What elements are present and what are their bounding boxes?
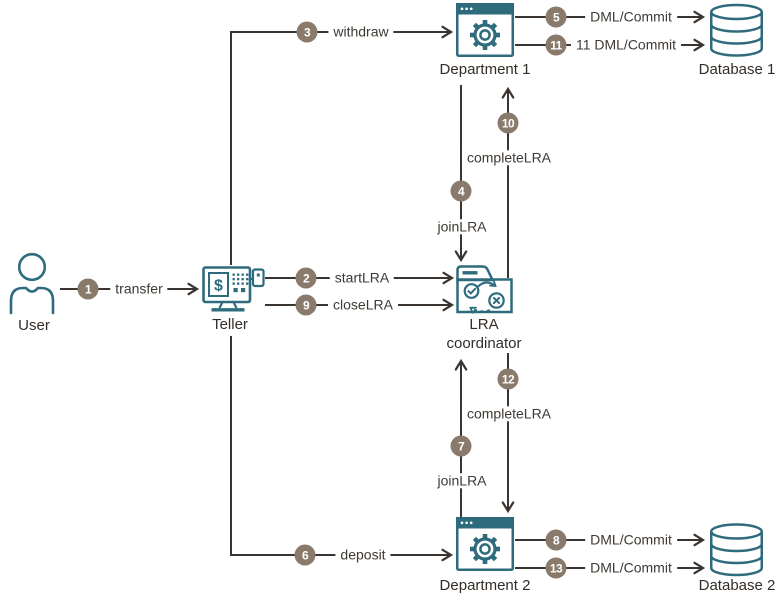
database1-label: Database 1 xyxy=(698,61,776,78)
edge-label-completelra-bottom: completeLRA xyxy=(461,405,557,422)
edge-label-11-dml-commit: 11 DML/Commit xyxy=(570,36,682,53)
department2-label: Department 2 xyxy=(439,577,531,594)
edge-label-joinlra-bottom: joinLRA xyxy=(432,472,492,489)
edge-label-dml-commit-2: DML/Commit xyxy=(585,531,677,548)
user-label: User xyxy=(18,317,50,334)
teller-label: Teller xyxy=(212,316,248,333)
edge-label-dml-commit-3: DML/Commit xyxy=(585,559,677,576)
database1-cylinder-icon xyxy=(710,3,763,57)
step-badge-7: 7 xyxy=(450,435,472,457)
edge-label-withdraw: withdraw xyxy=(328,23,394,40)
edge-label-dml-commit-1: DML/Commit xyxy=(585,8,677,25)
step-badge-12: 12 xyxy=(497,368,519,390)
department2-window-gear-icon xyxy=(456,517,514,570)
lra-coordinator-label-line2: coordinator xyxy=(446,334,522,352)
cash-register-icon: $ xyxy=(202,266,265,312)
lra-coordinator-label-line1: LRA xyxy=(469,316,499,333)
step-badge-2: 2 xyxy=(295,267,317,289)
step-badge-11: 11 xyxy=(545,34,567,56)
step-badge-8: 8 xyxy=(545,529,567,551)
step-badge-4: 4 xyxy=(450,180,472,202)
edge-label-joinlra-top: joinLRA xyxy=(432,218,492,235)
step-badge-5: 5 xyxy=(545,6,567,28)
edge-label-startlra: startLRA xyxy=(329,269,395,286)
edge-deposit-line xyxy=(230,336,454,562)
step-badge-3: 3 xyxy=(296,21,318,43)
department1-label: Department 1 xyxy=(439,61,531,78)
user-icon xyxy=(9,252,55,315)
department1-window-gear-icon xyxy=(456,3,514,56)
step-badge-9: 9 xyxy=(295,294,317,316)
lra-coordinator-label: LRA coordinator xyxy=(446,316,521,354)
step-badge-6: 6 xyxy=(294,544,316,566)
step-badge-10: 10 xyxy=(497,112,519,134)
edge-label-completelra-top: completeLRA xyxy=(461,149,557,166)
edge-label-closelra: closeLRA xyxy=(328,296,398,313)
edge-label-deposit: deposit xyxy=(335,546,391,563)
database2-cylinder-icon xyxy=(710,523,763,577)
edge-label-transfer: transfer xyxy=(110,280,168,297)
edge-withdraw-line xyxy=(230,25,454,265)
step-badge-1: 1 xyxy=(77,278,99,300)
database2-label: Database 2 xyxy=(698,577,776,594)
dollar-glyph: $ xyxy=(214,278,223,295)
lra-coordinator-icon xyxy=(456,265,513,314)
step-badge-13: 13 xyxy=(545,557,567,579)
